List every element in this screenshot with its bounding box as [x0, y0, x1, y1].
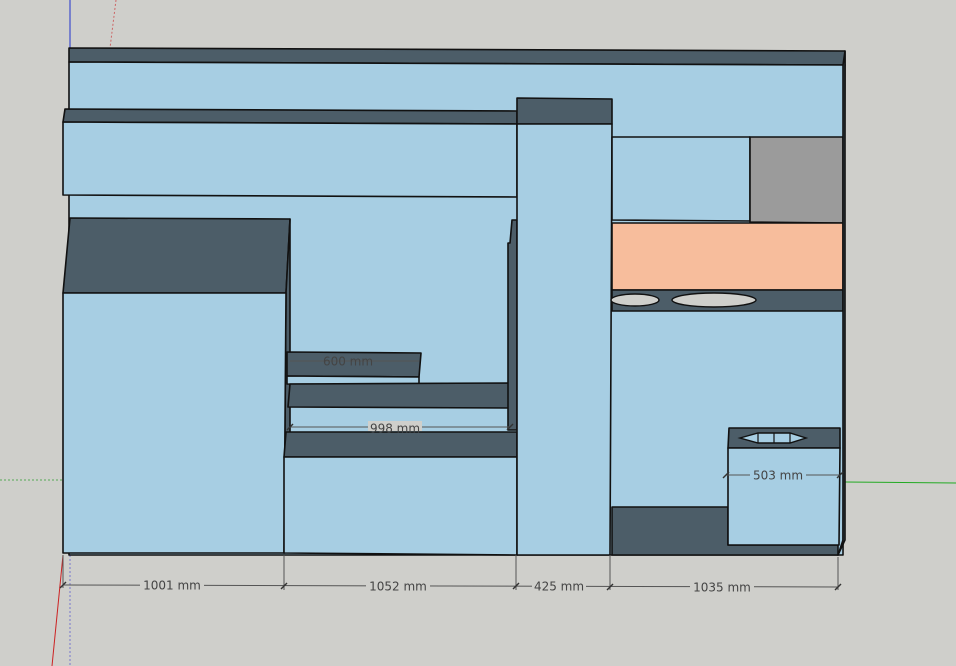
- right-edge: [837, 50, 846, 556]
- dimension-503[interactable]: 503 mm: [722, 468, 844, 483]
- red-axis-hidden: [109, 0, 117, 49]
- left-cabinet-top: [62, 217, 291, 294]
- dimension-label: 503 mm: [753, 469, 803, 483]
- dimension-label: 998 mm: [370, 422, 420, 436]
- dimension-998[interactable]: 998 mm: [286, 421, 514, 436]
- dimension-600[interactable]: 600 mm: [290, 355, 419, 369]
- dimension-label-1052: 1052 mm: [369, 580, 427, 594]
- column-front: [516, 123, 613, 556]
- cabinet-model[interactable]: [62, 47, 846, 556]
- dimension-label-1035: 1035 mm: [693, 581, 751, 595]
- left-cabinet-front: [62, 292, 287, 554]
- bottom-dimensions[interactable]: 1001 mm 1052 mm 425 mm 1035 mm: [59, 555, 842, 596]
- green-axis: [844, 481, 956, 484]
- dimension-label-425: 425 mm: [534, 580, 584, 594]
- right-upper-compartment: [611, 136, 751, 222]
- peach-panel: [611, 222, 844, 291]
- gray-panel: [749, 136, 844, 224]
- burner-left: [610, 293, 660, 307]
- upper-shelf-front: [62, 121, 518, 198]
- shelf-lower: [283, 431, 518, 458]
- column-top: [516, 97, 613, 125]
- dimension-label-1001: 1001 mm: [143, 579, 201, 593]
- shelf-middle: [287, 382, 510, 409]
- center-inner-side: [507, 219, 518, 431]
- red-axis: [51, 554, 64, 666]
- middle-base-front: [283, 456, 518, 556]
- burner-right: [671, 292, 757, 308]
- box-front: [727, 447, 841, 546]
- dimension-label: 600 mm: [323, 355, 373, 369]
